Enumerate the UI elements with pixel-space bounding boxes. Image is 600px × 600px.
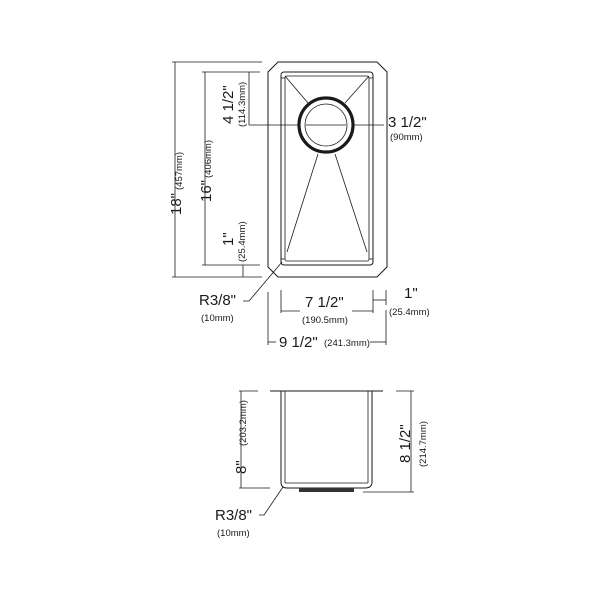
overall-depth-label: 8 1/2" bbox=[397, 424, 414, 463]
slope-line bbox=[344, 75, 370, 104]
dim-drain-diameter: 3 1/2" (90mm) bbox=[306, 114, 427, 143]
bowl-inner-outline bbox=[284, 75, 370, 262]
flange-side-label: 1" bbox=[404, 285, 418, 302]
bowl-depth-metric: (203.2mm) bbox=[238, 400, 249, 446]
bowl-side-outline bbox=[280, 391, 373, 489]
overall-width-metric: (241.3mm) bbox=[324, 338, 370, 349]
bowl-width-metric: (190.5mm) bbox=[302, 315, 348, 326]
drain-diameter-metric: (90mm) bbox=[390, 132, 423, 143]
drain-diameter-label: 3 1/2" bbox=[388, 114, 427, 131]
top-view-sink bbox=[267, 61, 388, 278]
dim-bowl-depth: 8" (203.2mm) bbox=[233, 390, 270, 489]
drain-flange-bottom bbox=[299, 488, 354, 492]
side-view-sink bbox=[270, 390, 383, 492]
corner-radius-label: R3/8" bbox=[199, 292, 236, 309]
dim-bowl-length: 16" (406mm) bbox=[198, 71, 260, 266]
dim-drain-offset: 4 1/2" (114.3mm) bbox=[220, 72, 300, 127]
drain-offset-label: 4 1/2" bbox=[220, 85, 237, 124]
overall-length-label: 18" bbox=[168, 193, 185, 215]
bowl-width-label: 7 1/2" bbox=[305, 294, 344, 311]
slope-line bbox=[284, 75, 309, 104]
drain-inner-ring bbox=[304, 103, 348, 147]
slope-line bbox=[334, 153, 368, 253]
flange-bottom-label: 1" bbox=[220, 232, 237, 246]
slope-line bbox=[286, 153, 319, 253]
dim-flange-bottom: 1" (25.4mm) bbox=[220, 221, 248, 277]
dim-overall-depth: 8 1/2" (214.7mm) bbox=[363, 390, 429, 493]
bowl-length-label: 16" bbox=[198, 180, 215, 202]
dim-overall-length: 18" (457mm) bbox=[168, 61, 262, 278]
bowl-depth-label: 8" bbox=[233, 460, 250, 474]
corner-radius-metric: (10mm) bbox=[201, 313, 234, 324]
dim-corner-radius-top: R3/8" (10mm) bbox=[199, 261, 283, 324]
outer-flange-outline bbox=[267, 61, 388, 278]
flange-side-metric: (25.4mm) bbox=[389, 307, 430, 318]
side-corner-radius-label: R3/8" bbox=[215, 507, 252, 524]
flange-bottom-metric: (25.4mm) bbox=[237, 221, 248, 262]
overall-depth-metric: (214.7mm) bbox=[418, 421, 429, 467]
dim-corner-radius-side: R3/8" (10mm) bbox=[215, 486, 284, 539]
bowl-outline bbox=[280, 71, 374, 266]
dim-bowl-width: 7 1/2" (190.5mm) bbox=[280, 290, 374, 326]
bowl-length-metric: (406mm) bbox=[203, 140, 214, 178]
drain-offset-metric: (114.3mm) bbox=[237, 82, 248, 127]
overall-length-metric: (457mm) bbox=[174, 152, 185, 190]
dim-flange-side: 1" (25.4mm) bbox=[373, 285, 430, 318]
overall-width-label: 9 1/2" bbox=[279, 334, 318, 351]
side-corner-radius-metric: (10mm) bbox=[217, 528, 250, 539]
dim-overall-width: 9 1/2" (241.3mm) bbox=[267, 292, 387, 351]
